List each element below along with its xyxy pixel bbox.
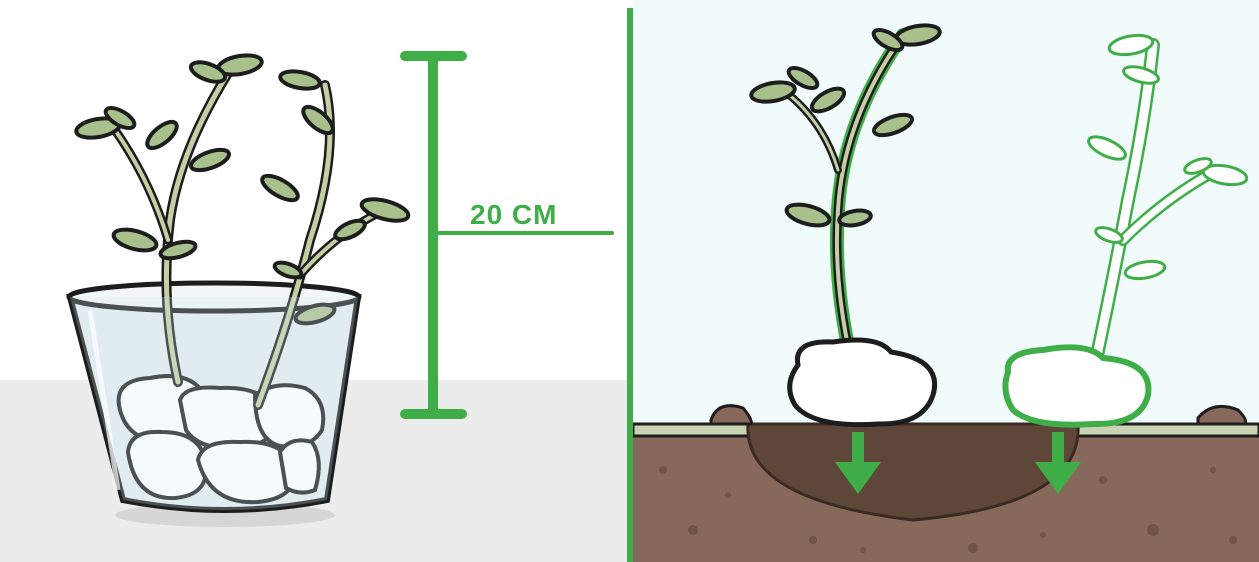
measurement-bar [405, 56, 612, 414]
planting-scene-svg [633, 0, 1259, 562]
measurement-label: 20 CM [470, 199, 557, 231]
left-panel-glass-scene: 20 CM [0, 0, 628, 562]
glass-scene-svg [0, 0, 628, 562]
right-panel-planting-scene [633, 0, 1259, 562]
background-sky [633, 0, 1259, 424]
